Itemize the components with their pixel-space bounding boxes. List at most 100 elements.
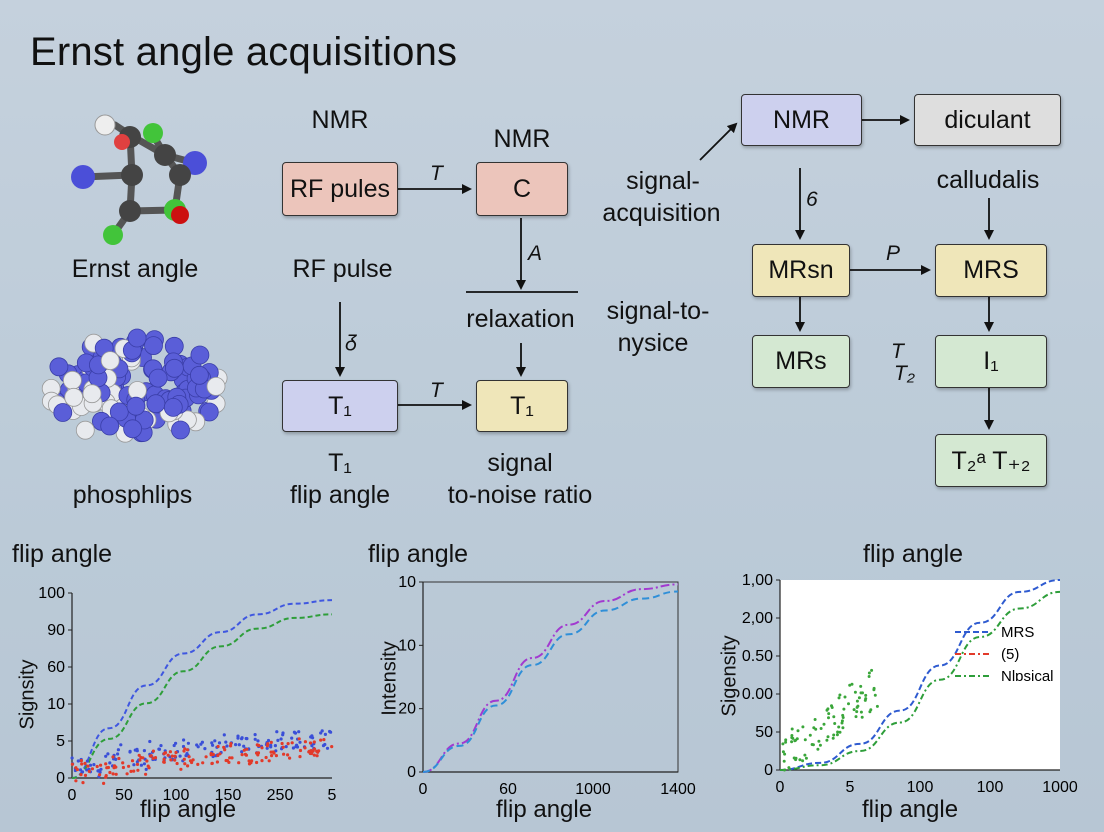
chart3-point xyxy=(783,768,786,772)
chart3-point xyxy=(837,696,841,700)
cluster-atom xyxy=(127,328,147,348)
chart3-xlabel: flip angle xyxy=(862,796,959,823)
chart3-legend-label: Nlɒsical xyxy=(1001,668,1054,685)
chart1-point xyxy=(88,763,93,767)
chart3-point xyxy=(794,756,798,760)
chart3-point xyxy=(853,690,857,694)
chart1-point xyxy=(282,752,286,756)
chart1-point xyxy=(141,756,145,760)
chart1-point xyxy=(237,761,241,765)
chart1-point xyxy=(116,748,120,752)
chart1-point xyxy=(162,760,166,764)
edge-label-p: P xyxy=(886,242,901,265)
chart3-point xyxy=(814,727,818,731)
chart3-legend-label: (5) xyxy=(1001,646,1019,663)
chart1-point xyxy=(178,754,182,758)
chart3-point xyxy=(790,727,794,731)
chart1-point xyxy=(130,759,135,763)
chart3-point xyxy=(787,766,791,770)
chart1-point xyxy=(108,770,112,775)
chart1-point xyxy=(70,756,74,760)
chart1-point xyxy=(276,738,280,742)
chart3-point xyxy=(838,730,842,734)
chart1-point xyxy=(96,769,100,773)
chart1-point xyxy=(79,773,83,777)
arrow-signal-to-nmr xyxy=(699,122,738,161)
chart1-point xyxy=(290,741,294,745)
chart1-point xyxy=(266,742,270,746)
chart1-point xyxy=(85,759,89,763)
chart1-point xyxy=(191,758,195,762)
chart1-point xyxy=(104,775,108,779)
chart1-point xyxy=(280,741,284,746)
chart1-point xyxy=(312,747,317,751)
chart1-point xyxy=(119,743,123,747)
chart1-point xyxy=(79,759,83,763)
cluster-atom xyxy=(123,419,142,439)
chart1-point xyxy=(240,750,244,754)
chart2-y-tick: 10 xyxy=(398,637,416,654)
chart1-point xyxy=(70,762,74,766)
chart1-point xyxy=(265,746,269,750)
chart1-point xyxy=(297,730,301,734)
chart1-y-tick: 60 xyxy=(47,659,65,676)
chart1-point xyxy=(169,758,173,762)
chart1-point xyxy=(297,737,301,741)
chart1-point xyxy=(260,746,264,750)
chart3-point xyxy=(830,706,834,709)
chart1-point xyxy=(310,734,314,738)
chart3-point xyxy=(854,715,858,719)
relaxation-label: relaxation xyxy=(466,305,575,333)
chart3-x-tick: 100 xyxy=(907,779,934,796)
chart1-point xyxy=(319,738,323,742)
chart3-point xyxy=(872,686,876,690)
chart1-title: flip angle xyxy=(12,540,113,568)
chart1-point xyxy=(303,746,307,750)
chart3-point xyxy=(860,715,864,719)
chart3-y-tick: 0.50 xyxy=(742,648,773,665)
chart3-series-line xyxy=(779,590,1061,771)
chart2-x-tick: 1400 xyxy=(660,781,696,798)
chart3-point xyxy=(827,712,831,716)
chart3-point xyxy=(784,740,788,744)
chart1-point xyxy=(253,733,257,737)
chart1-point xyxy=(196,762,200,766)
chart3-y-tick: 50 xyxy=(755,724,773,741)
chart1-point xyxy=(213,739,217,743)
chart1-point xyxy=(80,770,85,774)
chart1-point xyxy=(183,747,187,751)
chart2-y-tick: 10 xyxy=(398,574,416,591)
chart1-point xyxy=(201,761,205,765)
mrsn-node: MRsn xyxy=(752,244,850,297)
chart3-point xyxy=(804,756,808,760)
chart3-point xyxy=(859,691,863,695)
mrs-node: MRS xyxy=(935,244,1047,297)
chart1-point xyxy=(175,761,179,766)
chart2-xlabel: flip angle xyxy=(496,796,593,823)
chart1-point xyxy=(257,743,261,748)
chart1-point xyxy=(210,741,214,745)
chart1-point xyxy=(114,765,118,769)
chart1-point xyxy=(95,764,99,769)
chart1-point xyxy=(142,762,146,766)
chart3-point xyxy=(832,733,836,737)
chart1-point xyxy=(148,739,152,744)
molecule-label: Ernst angle xyxy=(71,255,199,283)
chart1-point xyxy=(228,756,232,760)
chart1-point xyxy=(222,733,226,737)
chart1-point xyxy=(211,743,215,747)
chart1-point xyxy=(162,752,166,756)
chart3-point xyxy=(822,722,826,726)
calludalis-label: calludalis xyxy=(936,166,1040,194)
chart3-point xyxy=(833,722,837,725)
chart1-point xyxy=(129,769,133,773)
chart1-point xyxy=(247,759,251,763)
chart3-point xyxy=(873,693,877,697)
chart3-point xyxy=(818,743,822,747)
chart3-point xyxy=(847,702,850,706)
chart2-frame xyxy=(422,581,679,773)
chart3-point xyxy=(801,759,805,763)
chart3-point xyxy=(794,738,798,742)
chart3-point xyxy=(782,759,786,763)
